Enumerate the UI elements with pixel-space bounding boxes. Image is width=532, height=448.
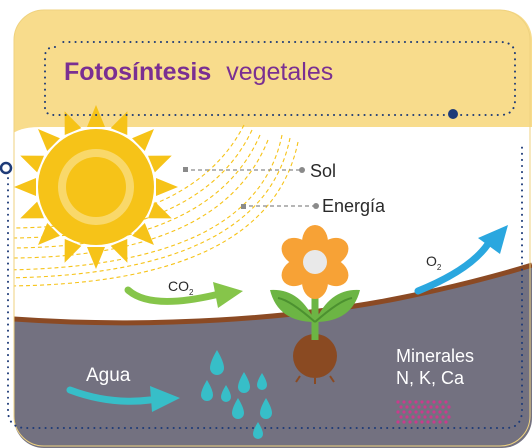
co2-arrow	[124, 282, 243, 308]
mineral-dot	[432, 420, 436, 424]
title-regular: vegetales	[226, 58, 333, 86]
mineral-dot	[417, 405, 421, 409]
o2-arrow	[414, 225, 508, 295]
mineral-dot	[408, 400, 412, 404]
mineral-dot	[411, 405, 415, 409]
mineral-dot	[426, 410, 430, 414]
title-bold: Fotosíntesis	[64, 58, 211, 86]
co2-main: CO	[168, 278, 189, 294]
sun-label: Sol	[310, 161, 336, 181]
mineral-dot	[423, 415, 427, 419]
mineral-dot	[414, 400, 418, 404]
mineral-dot	[420, 420, 424, 424]
mineral-dot	[414, 410, 418, 414]
minerals-label: Minerales	[396, 346, 474, 366]
mineral-dot	[402, 400, 406, 404]
mineral-dot	[444, 420, 448, 424]
energy-label-group: Energía	[241, 196, 386, 216]
mineral-dot	[408, 410, 412, 414]
mineral-dot	[414, 420, 418, 424]
co2-sub: 2	[189, 288, 194, 297]
mineral-dot	[396, 400, 400, 404]
mineral-dot	[417, 415, 421, 419]
mineral-dot	[402, 420, 406, 424]
mineral-dot	[426, 400, 430, 404]
mineral-dot	[429, 405, 433, 409]
mineral-dot	[435, 405, 439, 409]
card-border	[13, 9, 531, 447]
mineral-dot	[444, 400, 448, 404]
o2-sub: 2	[437, 263, 442, 272]
o2-label: O2	[426, 253, 442, 272]
title-frame	[44, 41, 516, 116]
page-title: Fotosíntesis vegetales	[64, 58, 333, 86]
minerals-list: N, K, Ca	[396, 368, 465, 388]
mineral-dot	[399, 415, 403, 419]
energy-label: Energía	[322, 196, 386, 216]
mineral-dot	[411, 415, 415, 419]
water-drops-icon	[201, 350, 272, 439]
minerals-dots-icon	[396, 400, 451, 424]
mineral-dot	[423, 405, 427, 409]
mineral-dot	[441, 415, 445, 419]
mineral-dot	[444, 410, 448, 414]
main-frame	[7, 144, 523, 429]
water-label: Agua	[86, 365, 131, 386]
mineral-dot	[435, 415, 439, 419]
o2-main: O	[426, 253, 437, 269]
title-frame-dot	[448, 109, 458, 119]
mineral-dot	[405, 405, 409, 409]
sun-label-group: Sol	[183, 161, 336, 181]
mineral-dot	[438, 420, 442, 424]
mineral-dot	[447, 405, 451, 409]
mineral-dot	[432, 410, 436, 414]
mineral-dot	[405, 415, 409, 419]
mineral-dot	[420, 410, 424, 414]
water-arrow	[66, 386, 180, 412]
mineral-dot	[432, 400, 436, 404]
main-frame-ring	[0, 161, 13, 175]
mineral-dot	[438, 400, 442, 404]
mineral-dot	[426, 420, 430, 424]
mineral-dot	[438, 410, 442, 414]
mineral-dot	[441, 405, 445, 409]
mineral-dot	[396, 410, 400, 414]
mineral-dot	[396, 420, 400, 424]
mineral-dot	[447, 415, 451, 419]
mineral-dot	[408, 420, 412, 424]
sun-icon	[14, 105, 178, 269]
mineral-dot	[402, 410, 406, 414]
mineral-dot	[429, 415, 433, 419]
flower-icon	[270, 225, 360, 384]
mineral-dot	[420, 400, 424, 404]
mineral-dot	[399, 405, 403, 409]
co2-label: CO2	[168, 278, 194, 297]
